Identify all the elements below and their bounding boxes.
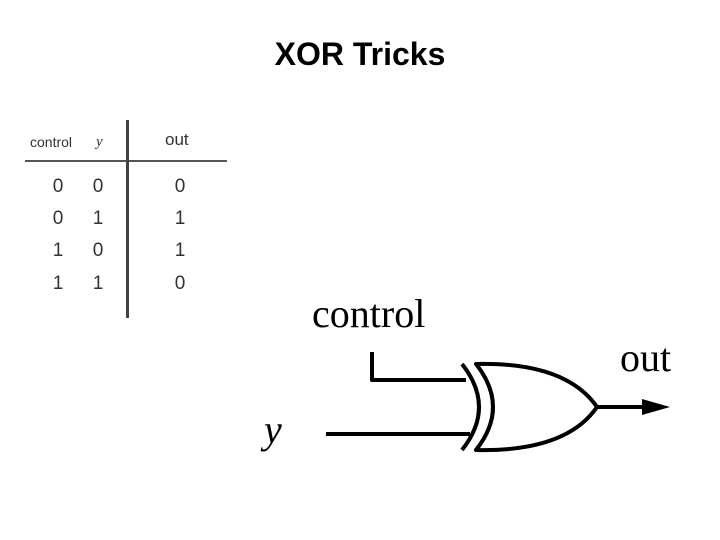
header-out: out bbox=[165, 130, 189, 149]
y-label: y bbox=[264, 407, 282, 452]
cell-r0-y: 0 bbox=[92, 176, 104, 197]
cell-r3-out: 0 bbox=[174, 273, 186, 294]
cell-r3-y: 1 bbox=[92, 273, 104, 294]
cell-r1-control: 0 bbox=[52, 208, 64, 229]
control-wire bbox=[370, 352, 466, 382]
cell-r0-out: 0 bbox=[174, 176, 186, 197]
header-y: y bbox=[96, 134, 103, 150]
cell-r3-control: 1 bbox=[52, 273, 64, 294]
cell-r2-control: 1 bbox=[52, 240, 64, 261]
xor-gate-body bbox=[474, 361, 599, 453]
output-arrow-icon bbox=[642, 399, 670, 415]
xor-input-arc bbox=[460, 362, 481, 452]
cell-r1-y: 1 bbox=[92, 208, 104, 229]
truth-table: control y out 0 0 0 0 1 1 1 0 1 1 1 0 bbox=[20, 120, 230, 320]
cell-r2-y: 0 bbox=[92, 240, 104, 261]
table-column-divider bbox=[126, 120, 129, 318]
out-label: out bbox=[620, 335, 672, 380]
cell-r1-out: 1 bbox=[174, 208, 186, 229]
cell-r2-out: 1 bbox=[174, 240, 186, 261]
slide-title: XOR Tricks bbox=[274, 36, 446, 72]
cell-r0-control: 0 bbox=[52, 176, 64, 197]
control-label: control bbox=[312, 291, 426, 336]
header-control: control bbox=[30, 134, 73, 150]
